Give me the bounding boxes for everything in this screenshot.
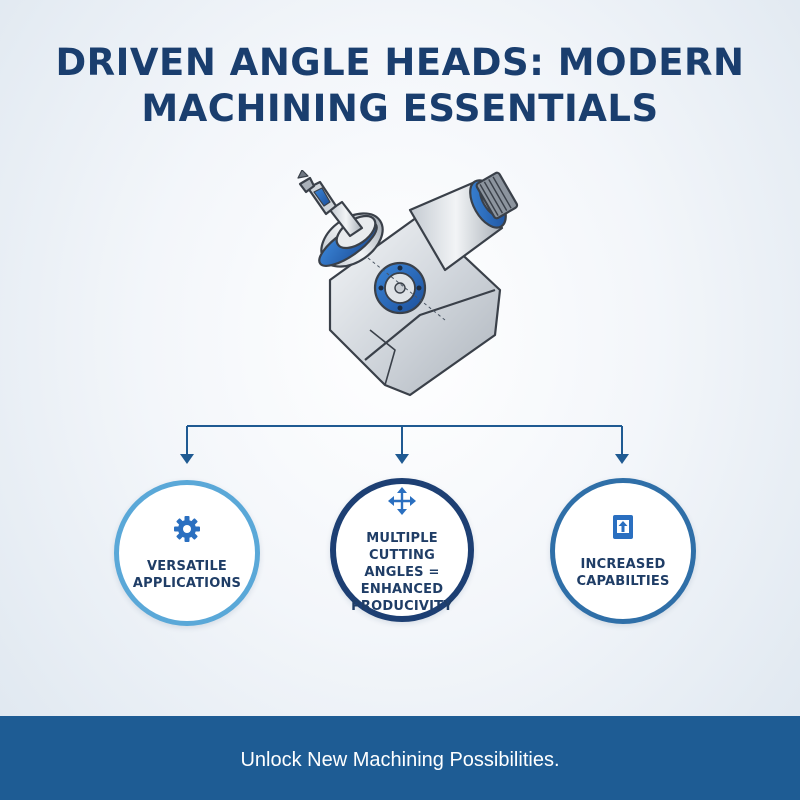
- page-title-line-1: DRIVEN ANGLE HEADS: MODERN: [55, 41, 745, 84]
- angle-head-tool-icon: [297, 170, 519, 397]
- feature-label: VERSATILE APPLICATIONS: [132, 559, 242, 591]
- footer-banner: Unlock New Machining Possibilities.: [0, 716, 800, 800]
- page-title: DRIVEN ANGLE HEADS: MODERN MACHINING ESS…: [0, 40, 800, 132]
- feature-versatile-applications: VERSATILE APPLICATIONS: [114, 480, 260, 626]
- footer-tagline: Unlock New Machining Possibilities.: [240, 748, 560, 771]
- feature-increased-capabilities: INCREASED CAPABILTIES: [550, 478, 696, 624]
- gear-icon: [174, 516, 200, 542]
- feature-multiple-cutting-angles: MULTIPLE CUTTING ANGLES = ENHANCED PRODU…: [330, 478, 474, 622]
- feature-label: MULTIPLE CUTTING ANGLES = ENHANCED PRODU…: [351, 530, 453, 614]
- move-arrows-icon: [388, 486, 416, 515]
- upload-box-icon: [613, 515, 633, 539]
- connector-lines: [180, 425, 629, 464]
- page-title-line-2: MACHINING ESSENTIALS: [141, 87, 659, 130]
- feature-label: INCREASED CAPABILTIES: [576, 557, 670, 589]
